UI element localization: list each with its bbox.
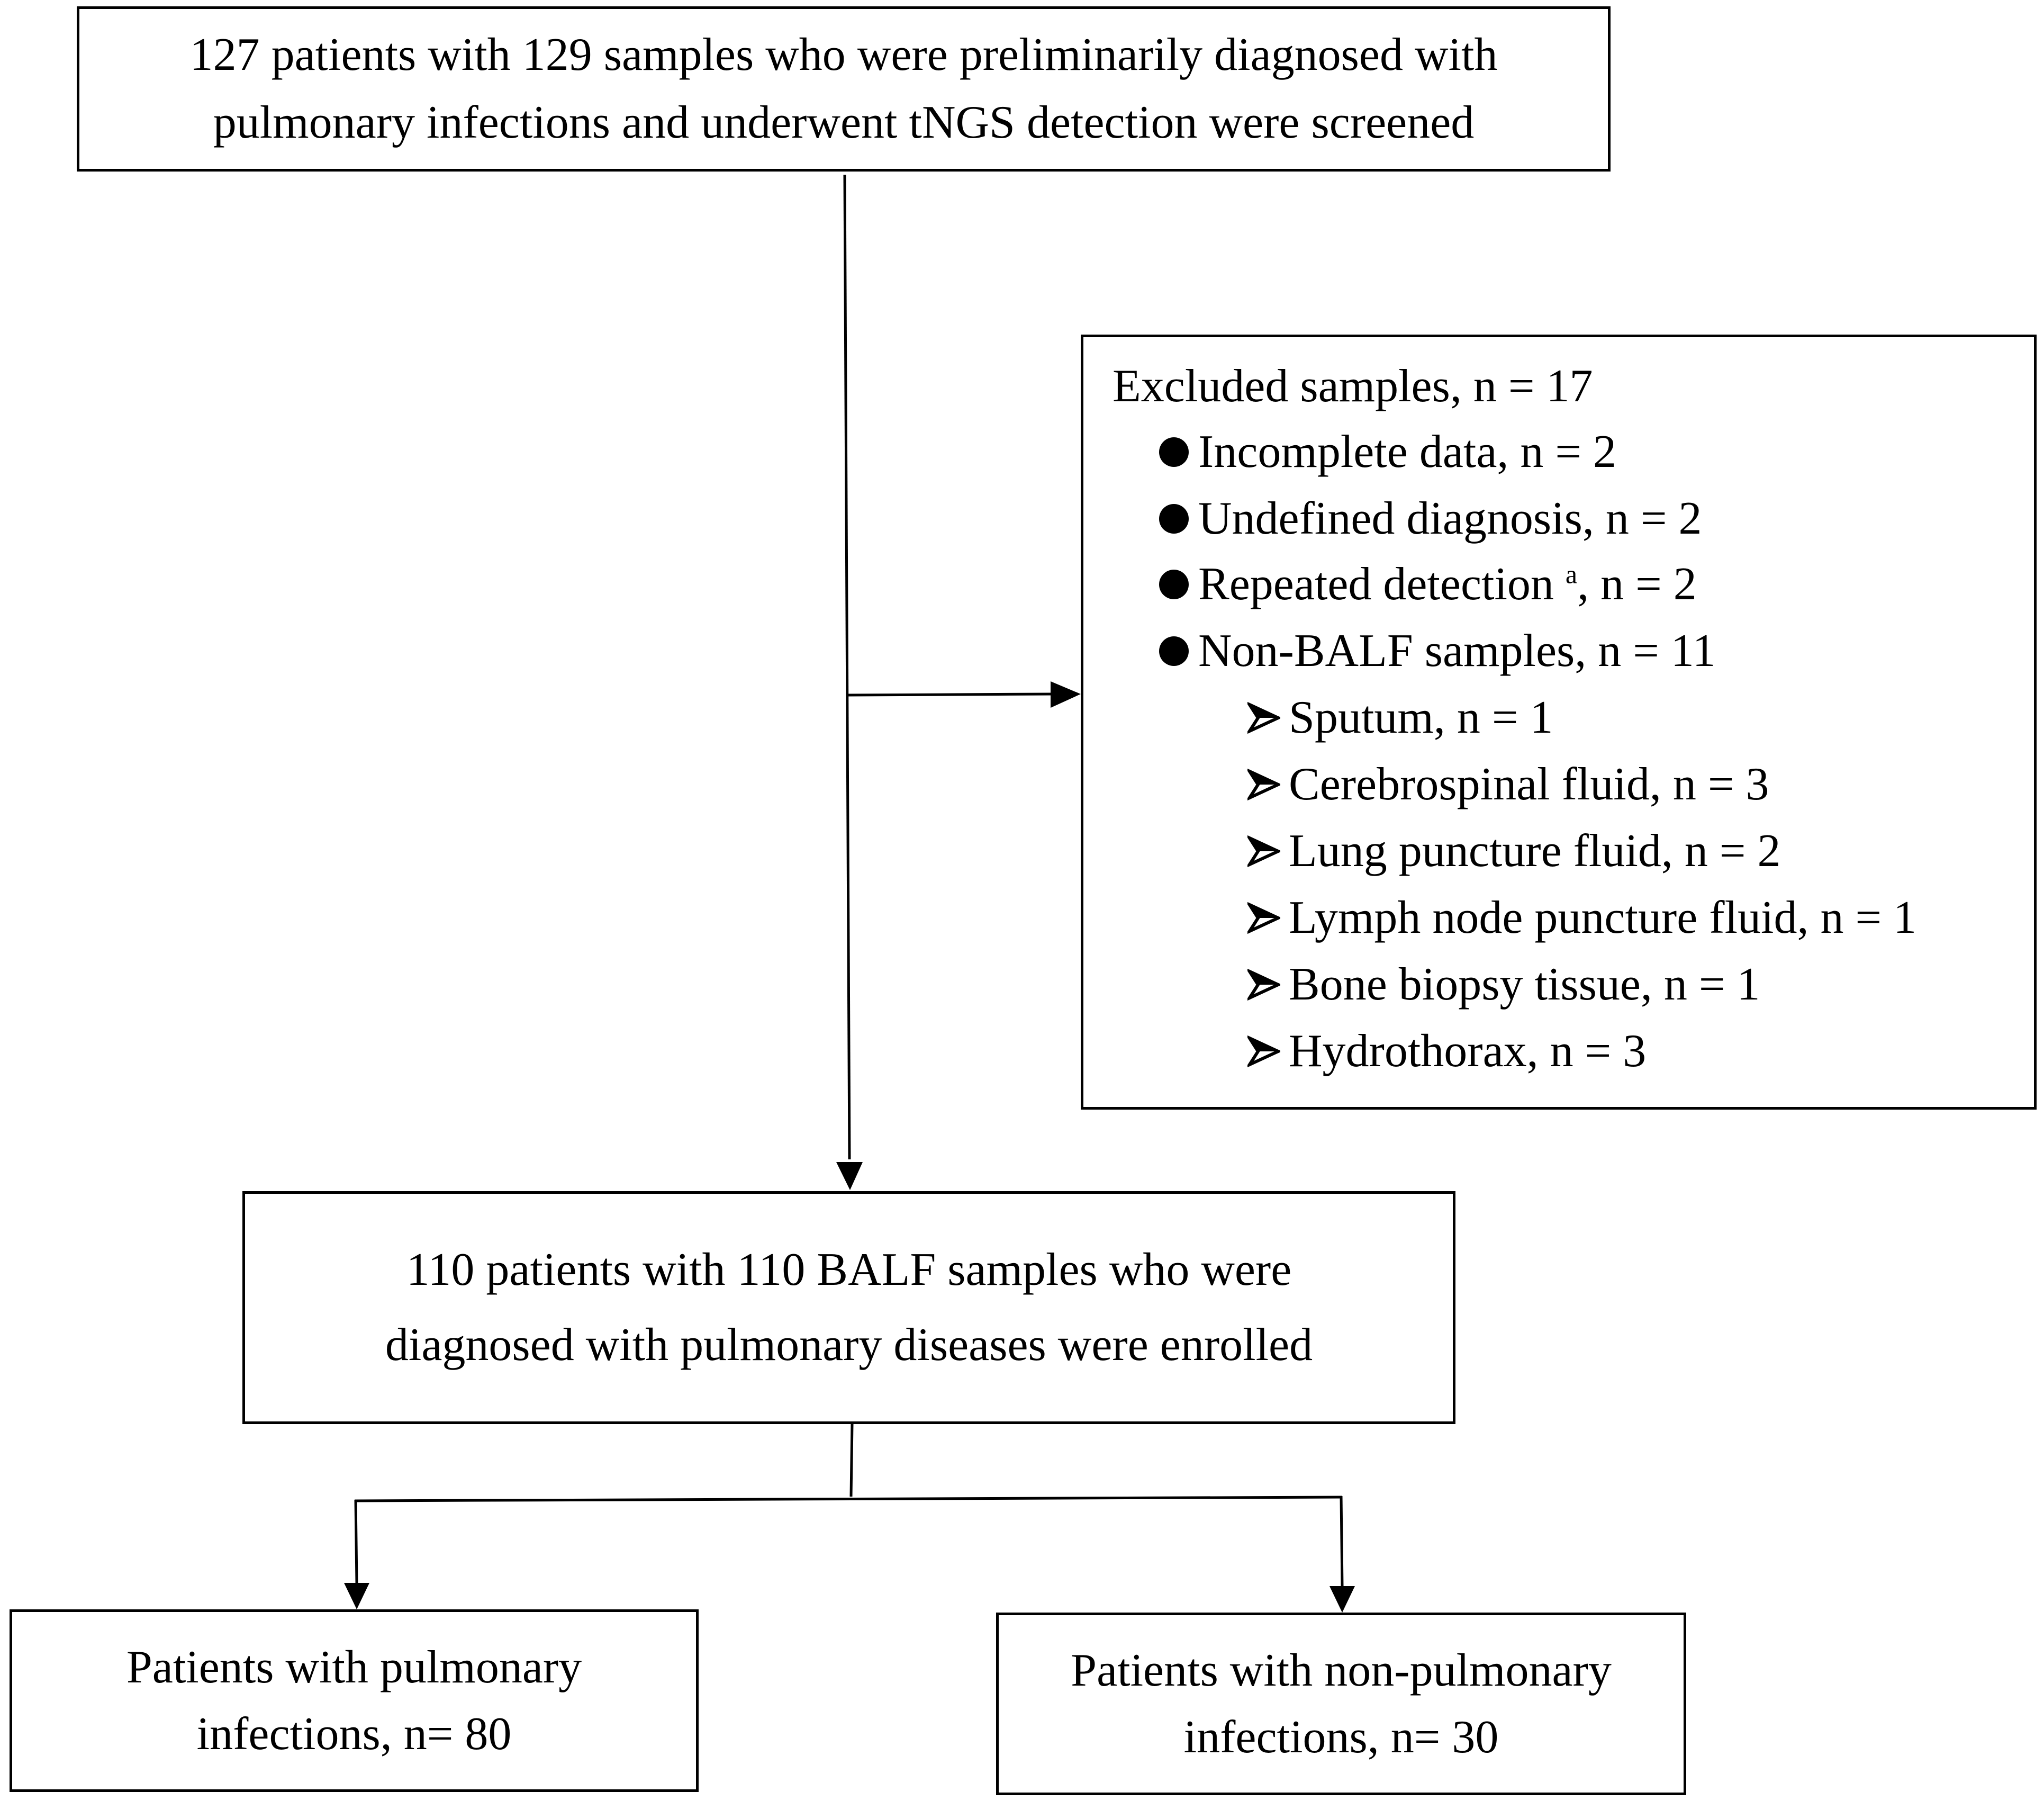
arrow-to-enrolled xyxy=(836,1162,863,1190)
screened-box: 127 patients with 129 samples who were p… xyxy=(77,6,1611,172)
arrow-bullet-icon xyxy=(1247,1035,1280,1068)
excluded-item-label: Repeated detection a, n = 2 xyxy=(1198,555,1697,614)
excluded-item-label: Incomplete data, n = 2 xyxy=(1198,426,1617,478)
bullet-icon xyxy=(1159,437,1189,467)
arrow-bullet-icon xyxy=(1247,768,1280,801)
excluded-subitem-lymph-node: Lymph node puncture fluid, n = 1 xyxy=(1247,889,1916,947)
arrow-to-nonpulmonary xyxy=(1329,1586,1355,1613)
excluded-item-label: Undefined diagnosis, n = 2 xyxy=(1198,493,1702,544)
enrolled-line-1: 110 patients with 110 BALF samples who w… xyxy=(406,1244,1292,1295)
arrow-bullet-icon xyxy=(1247,968,1280,1001)
arrow-bullet-icon xyxy=(1247,701,1280,734)
arrow-to-excluded xyxy=(1051,681,1081,708)
arrow-bullet-icon xyxy=(1247,835,1280,868)
split-stem-line xyxy=(849,1424,854,1497)
excluded-subitem-label: Sputum, n = 1 xyxy=(1289,692,1553,743)
repeated-label-before: Repeated detection xyxy=(1198,559,1566,610)
excluded-subitem-hydrothorax: Hydrothorax, n = 3 xyxy=(1247,1022,1646,1080)
bullet-icon xyxy=(1159,570,1189,599)
arrow-bullet-icon xyxy=(1247,902,1280,934)
split-horizontal-line xyxy=(354,1496,1343,1502)
enrolled-line-2: diagnosed with pulmonary diseases were e… xyxy=(385,1319,1313,1371)
split-left-drop-line xyxy=(354,1499,358,1583)
split-right-drop-line xyxy=(1340,1496,1344,1587)
excluded-item-label: Non-BALF samples, n = 11 xyxy=(1198,625,1716,677)
main-flow-line xyxy=(843,174,851,1160)
excluded-subitem-label: Cerebrospinal fluid, n = 3 xyxy=(1289,759,1769,810)
excluded-subitem-bone-biopsy: Bone biopsy tissue, n = 1 xyxy=(1247,956,1760,1014)
excluded-subitem-label: Lymph node puncture fluid, n = 1 xyxy=(1289,892,1917,943)
excluded-subitem-label: Hydrothorax, n = 3 xyxy=(1289,1025,1647,1077)
excluded-subitem-cerebrospinal: Cerebrospinal fluid, n = 3 xyxy=(1247,755,1769,814)
excluded-item-incomplete: Incomplete data, n = 2 xyxy=(1159,423,1616,481)
excluded-subitem-label: Lung puncture fluid, n = 2 xyxy=(1289,825,1781,877)
excluded-item-undefined: Undefined diagnosis, n = 2 xyxy=(1159,490,1702,548)
non-pulmonary-infection-box: Patients with non-pulmonary infections, … xyxy=(996,1613,1686,1795)
excluded-subitem-lung-puncture: Lung puncture fluid, n = 2 xyxy=(1247,822,1780,880)
excluded-subitem-label: Bone biopsy tissue, n = 1 xyxy=(1289,959,1760,1010)
screened-line-1: 127 patients with 129 samples who were p… xyxy=(189,29,1498,80)
pulmonary-line-2: infections, n= 80 xyxy=(196,1708,512,1760)
footnote-marker: a xyxy=(1565,559,1578,589)
arrow-to-pulmonary xyxy=(344,1583,369,1609)
excluded-title: Excluded samples, n = 17 xyxy=(1113,361,1593,412)
enrolled-box: 110 patients with 110 BALF samples who w… xyxy=(242,1191,1455,1424)
nonpulmonary-line-1: Patients with non-pulmonary xyxy=(1071,1644,1612,1696)
nonpulmonary-line-2: infections, n= 30 xyxy=(1183,1711,1499,1763)
pulmonary-infection-box: Patients with pulmonary infections, n= 8… xyxy=(10,1609,699,1792)
pulmonary-line-1: Patients with pulmonary xyxy=(126,1641,582,1693)
excluded-item-repeated: Repeated detection a, n = 2 xyxy=(1159,555,1697,614)
exclusion-branch-line xyxy=(846,692,1054,697)
excluded-box: Excluded samples, n = 17 Incomplete data… xyxy=(1081,335,2037,1110)
screened-line-2: pulmonary infections and underwent tNGS … xyxy=(213,97,1475,148)
bullet-icon xyxy=(1159,636,1189,666)
repeated-label-after: , n = 2 xyxy=(1577,559,1697,610)
excluded-item-non-balf: Non-BALF samples, n = 11 xyxy=(1159,622,1716,680)
bullet-icon xyxy=(1159,504,1189,534)
excluded-subitem-sputum: Sputum, n = 1 xyxy=(1247,689,1553,747)
